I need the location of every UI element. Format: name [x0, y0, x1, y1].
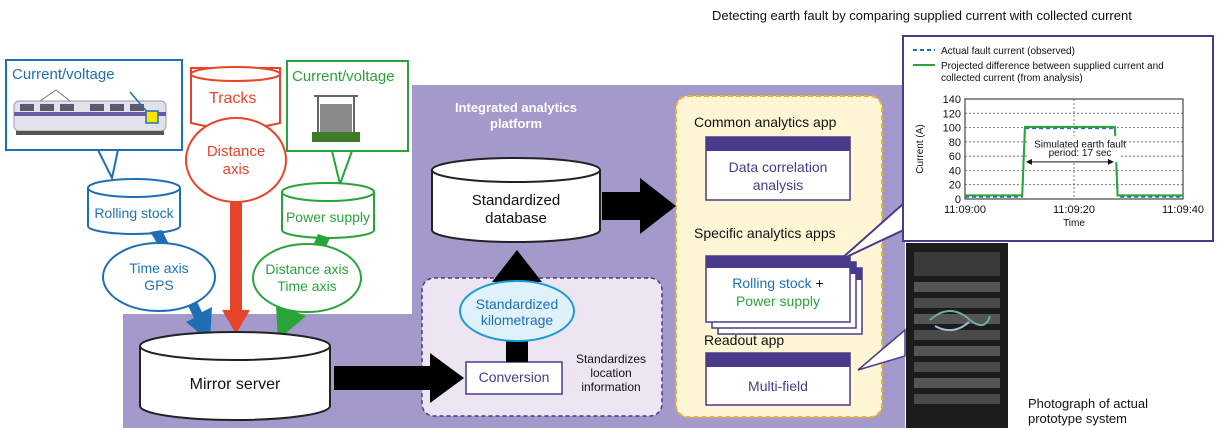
train-icon	[13, 89, 167, 135]
specific-card-line1: Rolling stock +	[706, 274, 850, 292]
substation-icon	[312, 95, 360, 142]
rolling-stock-callout-pointer	[96, 149, 120, 181]
y-tick-label: 40	[949, 165, 961, 177]
series-observed-line	[965, 127, 1183, 198]
common-app-card-header	[706, 137, 850, 151]
readout-app-title: Readout app	[704, 332, 785, 348]
x-tick-label: 11:09:20	[1053, 204, 1095, 216]
series-projected-line	[965, 125, 1183, 197]
common-app-card-text: Data correlation analysis	[706, 158, 850, 194]
rolling-stock-cylinder	[87, 178, 181, 235]
database-cylinder	[431, 157, 601, 243]
readout-card-text: Multi-field	[748, 378, 808, 394]
specific-app-card-header	[706, 256, 850, 268]
annotation-line2: period: 17 sec	[1049, 148, 1112, 159]
power-supply-measure-label: Current/voltage	[292, 68, 395, 85]
common-card-line1: Data correlation	[728, 159, 828, 175]
y-tick-label: 140	[943, 94, 961, 106]
kilometrage-label: Standardized kilometrage	[460, 296, 574, 328]
time-gps-line2: GPS	[144, 277, 174, 293]
distance-axis-line2: axis	[222, 161, 250, 178]
kilometrage-node	[459, 280, 575, 342]
y-axis-label: Current (A)	[915, 124, 926, 173]
distance-time-line2: Time axis	[277, 278, 337, 294]
y-tick-label: 60	[949, 151, 961, 163]
annotation-line1: Simulated earth fault	[1034, 140, 1126, 151]
conversion-label: Conversion	[478, 369, 550, 385]
x-axis-label: Time	[1063, 218, 1085, 229]
power-supply-cylinder	[281, 182, 375, 239]
common-card-line2: analysis	[752, 177, 804, 193]
kilometrage-line2: kilometrage	[480, 312, 554, 328]
y-tick-label: 120	[943, 108, 961, 120]
legend-observed-label: Actual fault current (observed)	[941, 46, 1075, 57]
y-tick-label: 80	[949, 137, 961, 149]
specific-card-power: Power supply	[735, 293, 821, 309]
photo-caption-line2: prototype system	[1028, 411, 1127, 426]
distance-time-node	[252, 243, 362, 313]
annotation-arrow-right	[1107, 158, 1114, 165]
distance-time-label: Distance axis Time axis	[253, 261, 361, 295]
tracks-arrow-head	[222, 310, 250, 334]
power-supply-db-label: Power supply	[285, 209, 371, 225]
database-label: Standardized database	[432, 192, 600, 228]
distance-time-line1: Distance axis	[265, 261, 349, 277]
legend-projected-line1: Projected difference between supplied cu…	[941, 61, 1164, 72]
y-tick-label: 20	[949, 180, 961, 192]
kilometrage-line1: Standardized	[475, 296, 559, 312]
photo-caption: Photograph of actual prototype system	[1028, 396, 1148, 426]
tracks-box-top	[190, 66, 281, 82]
y-tick-label: 100	[943, 123, 961, 135]
rolling-stock-measure-label: Current/voltage	[12, 66, 115, 83]
conversion-box	[465, 361, 563, 395]
annotation-background	[1028, 136, 1121, 163]
tracks-label: Tracks	[209, 90, 257, 107]
mirror-server-cylinder	[139, 331, 331, 421]
standardizes-note: Standardizes location information	[570, 352, 652, 394]
distance-axis-label: Distance axis	[186, 143, 286, 179]
distance-axis-line1: Distance	[206, 143, 266, 160]
specific-app-card-text: Rolling stock + Power supply	[706, 274, 850, 310]
standardizes-line1: Standardizes	[575, 352, 647, 366]
y-tick-label: 0	[955, 194, 961, 206]
sensor-leader	[129, 91, 149, 114]
legend-projected-line2: collected current (from analysis)	[941, 73, 1083, 84]
fault-current-chart: Actual fault current (observed) Projected…	[913, 46, 1204, 229]
database-to-apps-arrow	[602, 178, 676, 234]
database-line2: database	[485, 210, 547, 227]
prototype-photo	[906, 243, 1008, 428]
platform-title-line1: Integrated analytics	[454, 100, 578, 115]
specific-card-rolling: Rolling stock	[732, 275, 812, 291]
chart-caption: Detecting earth fault by comparing suppl…	[712, 8, 1132, 23]
standardizes-line2: location	[590, 366, 632, 380]
annotation-arrow-left	[1025, 158, 1032, 165]
time-gps-node	[102, 242, 216, 312]
database-line1: Standardized	[471, 192, 561, 209]
platform-title: Integrated analytics platform	[446, 100, 586, 132]
power-supply-callout-pointer	[330, 150, 354, 188]
x-tick-label: 11:09:40	[1162, 204, 1204, 216]
photo-callout-pointer	[857, 328, 906, 371]
readout-app-card-header	[706, 353, 850, 367]
time-gps-line1: Time axis	[129, 260, 189, 276]
common-app-title: Common analytics app	[694, 114, 837, 130]
mirror-server-label: Mirror server	[189, 376, 281, 393]
sensor-marker	[145, 110, 159, 124]
x-tick-label: 11:09:00	[944, 204, 986, 216]
standardizes-line3: information	[581, 380, 641, 394]
distance-axis-node	[185, 117, 287, 203]
photo-caption-line1: Photograph of actual	[1028, 396, 1148, 411]
time-gps-label: Time axis GPS	[103, 260, 215, 294]
platform-title-line2: platform	[490, 116, 542, 131]
specific-app-title: Specific analytics apps	[694, 225, 836, 241]
mirror-to-conversion-arrow	[334, 353, 464, 403]
specific-card-plus: +	[815, 275, 824, 291]
rolling-stock-db-label: Rolling stock	[94, 205, 174, 221]
